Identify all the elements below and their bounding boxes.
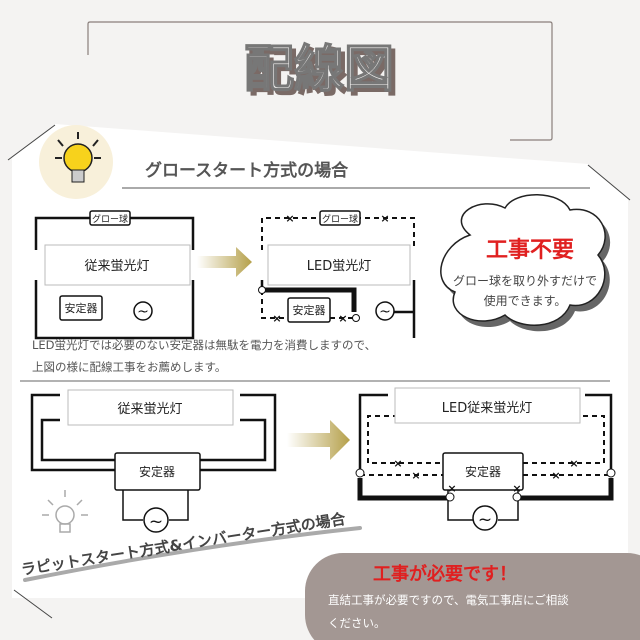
ac-source-icon: ~ (137, 304, 149, 320)
glow-bulb-label: グロー球 (92, 213, 128, 225)
cross-mark: × (411, 469, 420, 482)
glow-bulb-label: グロー球 (322, 213, 358, 225)
cross-mark: × (380, 212, 389, 225)
cross-mark: × (285, 212, 294, 225)
cloud-callout (440, 194, 611, 332)
decor-line (7, 124, 56, 161)
cross-mark: × (569, 457, 578, 470)
notice-callout (305, 553, 640, 640)
no-work-title: 工事不要 (486, 237, 574, 263)
ballast-label: 安定器 (65, 301, 98, 315)
ac-source-icon: ~ (379, 304, 391, 320)
ac-source-icon: ~ (149, 512, 163, 532)
arrow-icon (197, 247, 252, 277)
cross-mark: × (512, 482, 521, 495)
ballast-label: 安定器 (139, 464, 175, 479)
decor-line (13, 589, 53, 619)
swoosh-decor (23, 526, 362, 582)
ballast-label: 安定器 (293, 303, 326, 317)
notice-text-2: ください。 (328, 616, 386, 630)
ballast-label: 安定器 (465, 464, 501, 479)
note-line-2: 上図の様に配線工事をお薦めします。 (32, 360, 226, 374)
glow-start-heading: グロースタート方式の場合 (145, 160, 349, 181)
old-rapid-circuit: 従来蛍光灯 安定器 ~ (30, 389, 277, 533)
led-glow-circuit: LED蛍光灯 グロー球 × × × × 安定器 ~ (258, 210, 416, 338)
lightbulb-outline-icon (42, 490, 88, 533)
work-required-title: 工事が必要です！ (373, 563, 517, 585)
lightbulb-icon (55, 132, 101, 183)
led-tube-label: LED蛍光灯 (307, 259, 371, 274)
old-glow-circuit: 従来蛍光灯 グロー球 安定器 ~ (34, 210, 195, 340)
arrow-icon (287, 420, 350, 460)
led-rapid-circuit: LED従来蛍光灯 安定器 × × × × × × ~ (355, 387, 616, 531)
decor-line (587, 164, 631, 201)
cross-mark: × (393, 457, 402, 470)
cross-mark: × (551, 469, 560, 482)
title-frame (87, 21, 553, 141)
cloud-text-2: 使用できます。 (484, 293, 567, 308)
notice-text-1: 直結工事が必要ですので、電気工事店にご相談 (328, 593, 569, 607)
led-tube-label: LED従来蛍光灯 (442, 401, 532, 416)
cross-mark: × (447, 482, 456, 495)
cloud-text-1: グロー球を取り外すだけで (453, 274, 597, 288)
cross-mark: × (272, 312, 281, 325)
note-line-1: LED蛍光灯では必要のない安定器は無駄を電力を消費しますので、 (32, 338, 376, 352)
old-tube-label: 従来蛍光灯 (84, 259, 149, 274)
ac-source-icon: ~ (478, 510, 492, 530)
cross-mark: × (338, 312, 347, 325)
old-tube-label: 従来蛍光灯 (117, 402, 182, 417)
page-title: 配線図 (244, 40, 394, 98)
